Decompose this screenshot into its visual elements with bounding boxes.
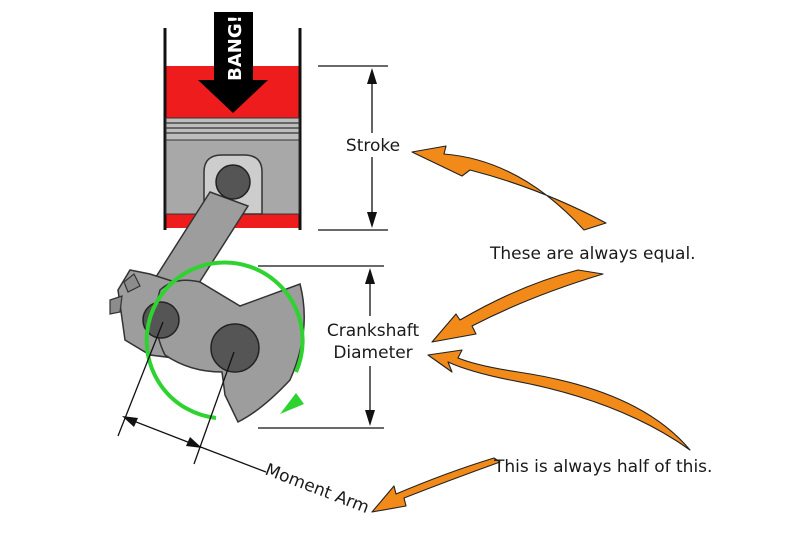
rod-cap-tabs [109,273,141,315]
bang-label: BANG! [225,15,246,81]
main-journal [210,323,260,373]
stroke-arrow-down [367,212,377,228]
rotation-indicator [144,260,305,420]
piston-crown [165,117,300,141]
diameter-label-line2: Diameter [333,343,412,363]
moment-arrow-right [186,437,202,448]
moment-dim-line [125,417,199,447]
half-note: This is always half of this. [493,457,712,477]
moment-ext-journal [193,351,235,465]
moment-arm-dimension [117,321,267,473]
rotation-arrowhead [280,393,304,414]
callout-arrows [371,145,691,513]
stroke-label-bg [344,133,402,157]
callout-to-diameter-from-equal [431,269,604,343]
moment-arm-label: Moment Arm [262,460,372,518]
rotation-arc [144,260,305,420]
force-arrow: BANG! [198,12,268,113]
diameter-arrow-down [365,410,375,426]
wrist-pin [215,164,251,200]
callout-to-moment-arm [371,457,501,513]
callout-to-diameter-from-half [427,349,691,451]
bang-arrow [198,12,268,113]
moment-leader [197,445,267,473]
piston-rings [166,122,299,134]
moment-arrow-left [122,416,138,427]
diameter-label-line1: Crankshaft [327,321,420,341]
stroke-label: Stroke [346,136,400,156]
stroke-arrow-up [367,68,377,84]
diameter-label-bg [322,316,424,366]
diameter-arrow-up [365,268,375,284]
crankshaft [142,164,305,424]
equal-note: These are always equal. [489,244,696,264]
callout-to-stroke [411,145,607,231]
